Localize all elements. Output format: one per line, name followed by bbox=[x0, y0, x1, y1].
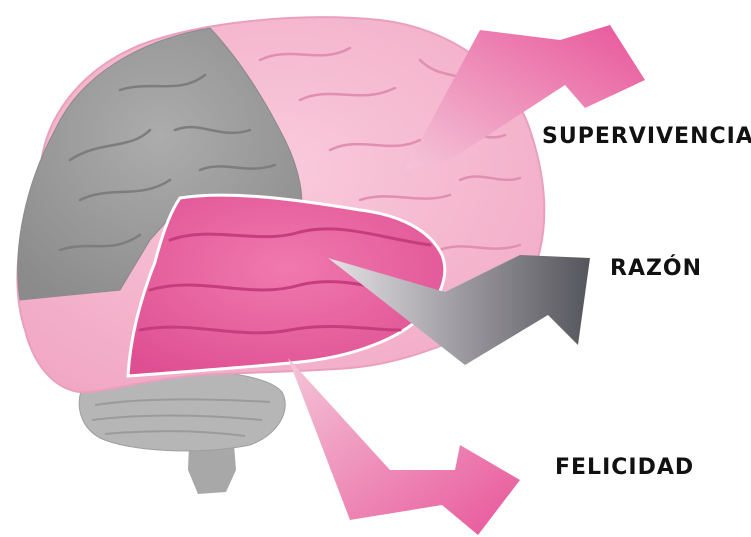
label-razon: RAZÓN bbox=[610, 256, 702, 281]
label-felicidad: FELICIDAD bbox=[555, 455, 694, 480]
label-supervivencia: SUPERVIVENCIA bbox=[542, 124, 751, 149]
arrow-felicidad bbox=[288, 358, 520, 535]
